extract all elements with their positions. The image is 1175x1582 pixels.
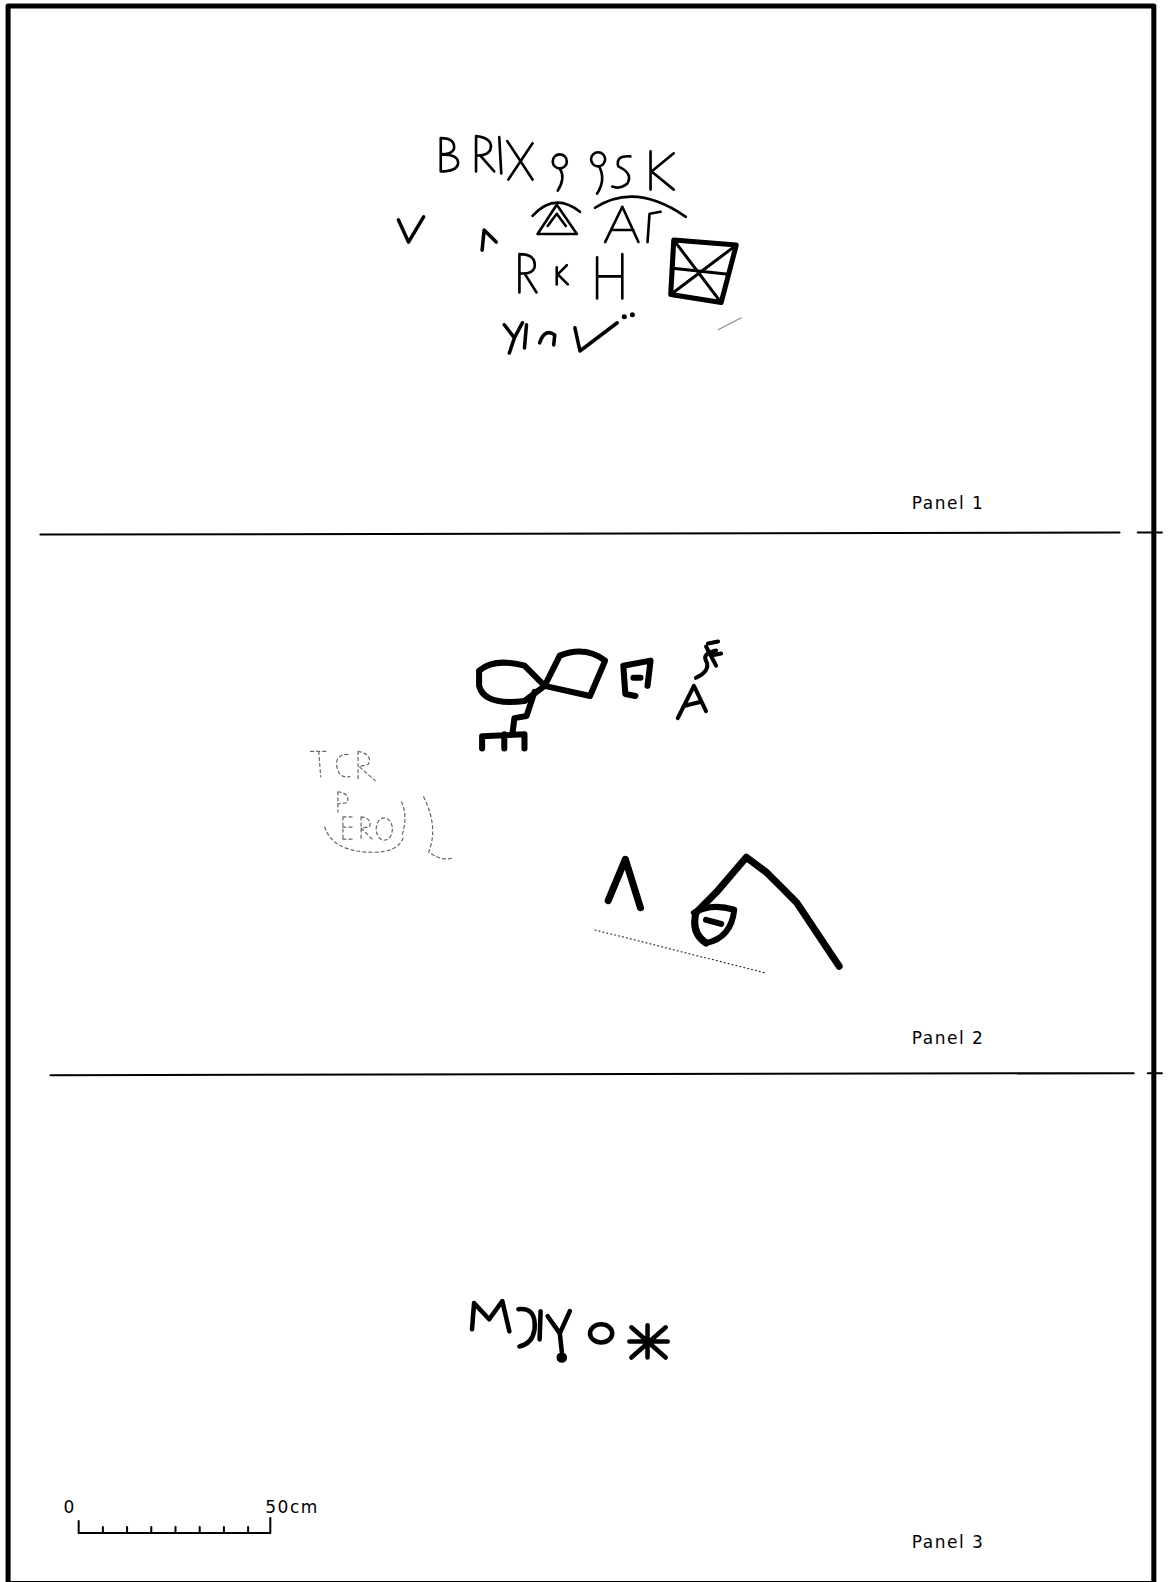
scale-label: 0 bbox=[64, 1499, 76, 1516]
panel-1-glyphs bbox=[398, 136, 741, 353]
scale-label: 50cm bbox=[265, 1499, 319, 1516]
panel-2-glyphs bbox=[311, 641, 840, 973]
panel-label: Panel 1 bbox=[912, 495, 985, 512]
panel-label: Panel 3 bbox=[912, 1534, 985, 1551]
panel-divider bbox=[50, 1073, 1161, 1075]
frame bbox=[8, 6, 1154, 1582]
scale-bar bbox=[79, 1518, 271, 1533]
panel-label: Panel 2 bbox=[912, 1030, 985, 1047]
panel-3-glyphs bbox=[472, 1301, 668, 1361]
panel-divider bbox=[40, 533, 1162, 535]
